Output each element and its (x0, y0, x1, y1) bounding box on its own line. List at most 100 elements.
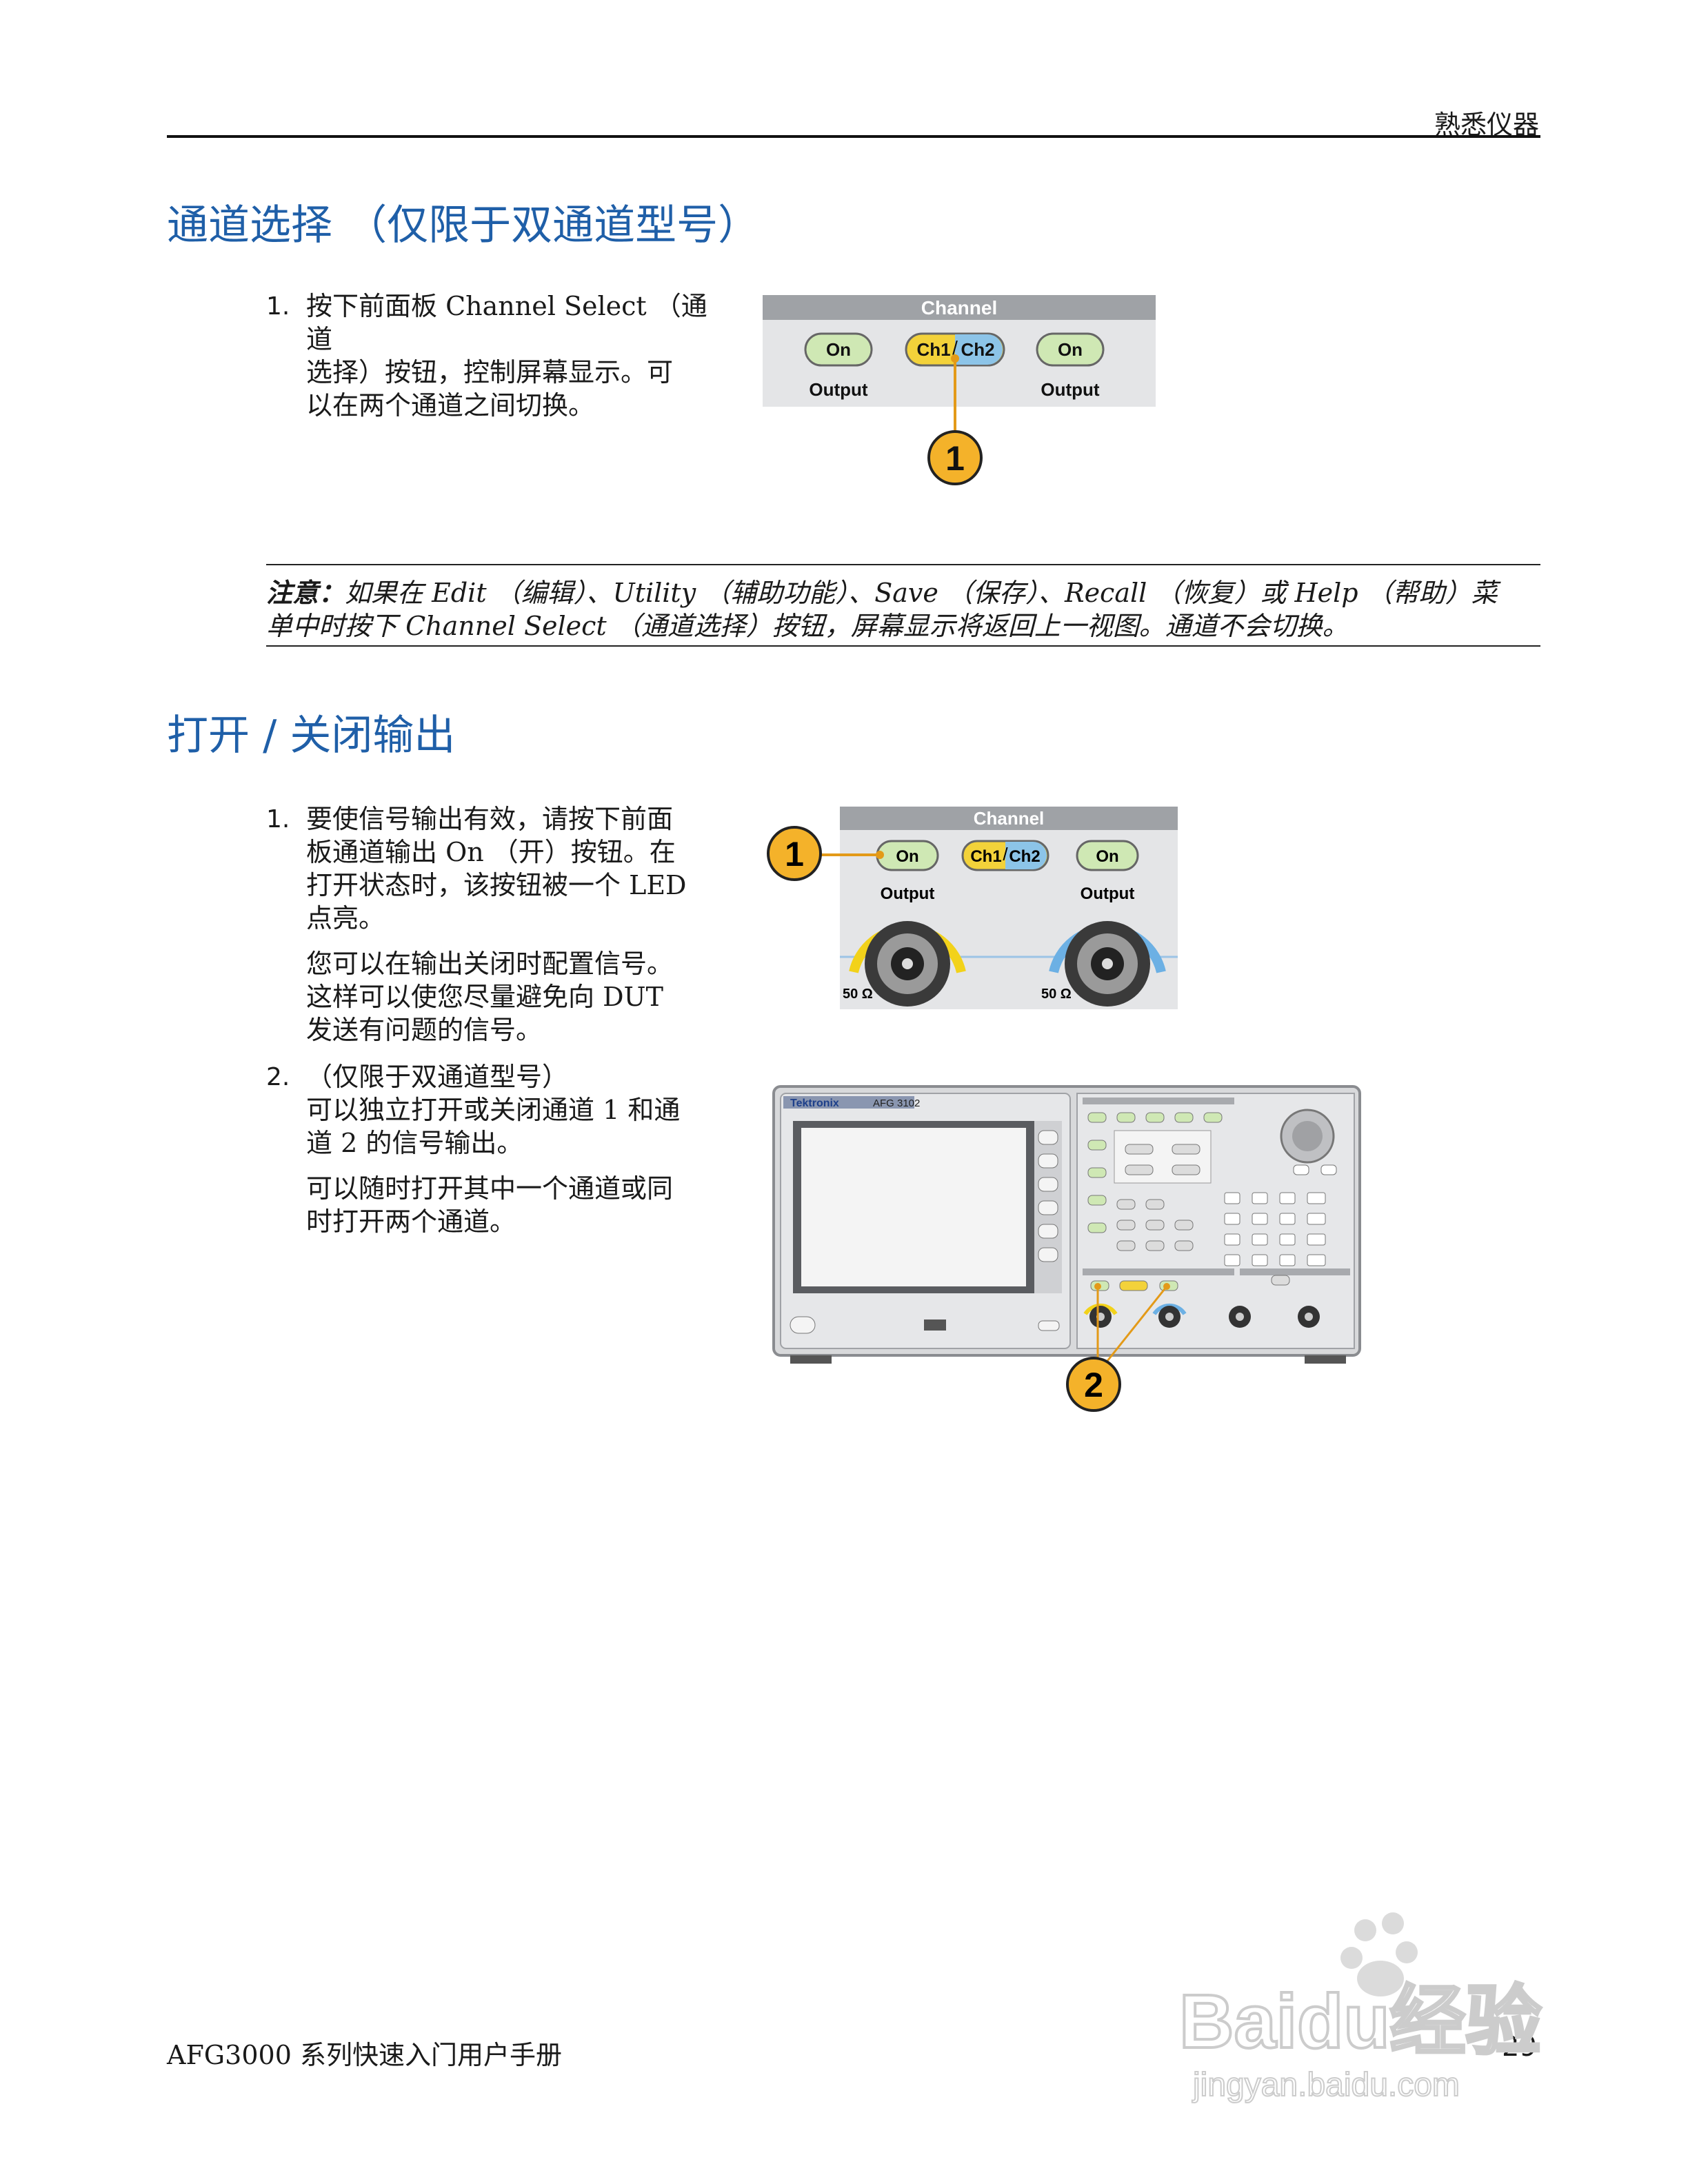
keypad-key[interactable] (1224, 1213, 1240, 1225)
parameter-button[interactable] (1172, 1164, 1200, 1175)
step-text: 要使信号输出有效，请按下前面 板通道输出 On （开）按钮。在 打开状态时，该按… (306, 802, 720, 935)
function-button[interactable] (1087, 1167, 1107, 1178)
power-button[interactable] (790, 1316, 816, 1334)
watermark-url: jingyan.baidu.com (1192, 2067, 1460, 2103)
paw-toe (1382, 1912, 1404, 1934)
text-line: 可以独立打开或关闭通道 1 和通 (306, 1095, 681, 1125)
text-line: （仅限于双通道型号） (306, 1062, 569, 1092)
paw-toe (1354, 1919, 1376, 1941)
keypad-key[interactable] (1224, 1233, 1240, 1246)
bnc-pin (1165, 1313, 1174, 1321)
ch2-half (1005, 842, 1047, 869)
bnc-pin (902, 958, 913, 969)
keypad-key[interactable] (1279, 1213, 1296, 1225)
manual-trigger-button[interactable] (1271, 1275, 1290, 1286)
trigger-header (1240, 1268, 1350, 1275)
text-line: 按下前面板 Channel Select （通道 (306, 291, 707, 354)
ch2-label: Ch2 (1009, 847, 1040, 866)
keypad-key[interactable] (1224, 1254, 1240, 1266)
note-text: 如果在 Edit （编辑）、Utility （辅助功能）、Save （保存）、R… (345, 578, 1498, 608)
parameter-button[interactable] (1172, 1144, 1200, 1155)
callout-number: 1 (945, 439, 965, 478)
view-button[interactable] (1038, 1320, 1060, 1331)
callout-2 (1066, 1357, 1121, 1412)
menu-button[interactable] (1116, 1240, 1136, 1251)
keypad-key[interactable] (1252, 1213, 1268, 1225)
paw-toe (1340, 1947, 1363, 1969)
menu-button[interactable] (1145, 1220, 1165, 1231)
watermark-logo-text: Baidu经验 (1179, 1979, 1542, 2064)
function-header (1083, 1098, 1234, 1104)
bezel-button[interactable] (1038, 1130, 1058, 1145)
callout-dot (1094, 1283, 1101, 1290)
output-label: Output (1041, 379, 1100, 400)
step-text: 可以随时打开其中一个通道或同 时打开两个通道。 (306, 1172, 720, 1238)
keypad-key[interactable] (1279, 1254, 1296, 1266)
paw-pad (1357, 1961, 1404, 1996)
header-rule (167, 135, 1540, 138)
bezel-button[interactable] (1038, 1247, 1058, 1262)
section-title-channel-select: 通道选择 （仅限于双通道型号） (167, 201, 760, 250)
slash-label: / (1003, 844, 1008, 865)
bnc-pin (1102, 958, 1113, 969)
bezel-button[interactable] (1038, 1224, 1058, 1239)
bnc-pin (1236, 1313, 1244, 1321)
text-line: 选择）按钮，控制屏幕显示。可 (306, 357, 674, 387)
menu-button[interactable] (1145, 1240, 1165, 1251)
keypad-key[interactable] (1252, 1254, 1268, 1266)
menu-button[interactable] (1174, 1220, 1194, 1231)
on-button-ch2[interactable] (1036, 332, 1105, 367)
callout-1 (767, 826, 822, 881)
screen (801, 1128, 1026, 1286)
slash-label: / (952, 337, 958, 358)
arrow-right-button[interactable] (1320, 1164, 1337, 1175)
impedance-label: 50 Ω (1041, 987, 1072, 1002)
section-title-output-on-off: 打开 / 关闭输出 (167, 711, 456, 760)
arrow-left-button[interactable] (1293, 1164, 1309, 1175)
keypad-key[interactable] (1279, 1192, 1296, 1204)
bezel-button[interactable] (1038, 1153, 1058, 1169)
text-line: 这样可以使您尽量避免向 DUT (306, 982, 663, 1012)
output-label: Output (881, 884, 935, 903)
panel-header-bar (763, 295, 1156, 320)
keypad-key[interactable] (1307, 1254, 1326, 1266)
menu-button[interactable] (1116, 1199, 1136, 1210)
keypad-key[interactable] (1307, 1233, 1326, 1246)
footer-title: AFG3000 系列快速入门用户手册 (167, 2040, 562, 2070)
callout-number: 2 (1084, 1366, 1103, 1404)
channel-header (1083, 1268, 1234, 1275)
keypad-key[interactable] (1307, 1192, 1326, 1204)
on-button-ch1[interactable] (804, 332, 873, 367)
usb-port[interactable] (924, 1320, 946, 1331)
bezel-button[interactable] (1038, 1177, 1058, 1192)
text-line: 板通道输出 On （开）按钮。在 (306, 837, 676, 867)
parameter-button[interactable] (1125, 1144, 1154, 1155)
menu-button[interactable] (1174, 1240, 1194, 1251)
on-button-ch2[interactable] (1076, 840, 1139, 871)
keypad-key[interactable] (1224, 1192, 1240, 1204)
parameter-button[interactable] (1125, 1164, 1154, 1175)
channel-select-button[interactable] (1119, 1280, 1148, 1291)
mode-button[interactable] (1116, 1112, 1136, 1123)
output-label: Output (1081, 884, 1135, 903)
mode-button[interactable] (1203, 1112, 1223, 1123)
function-button[interactable] (1087, 1112, 1107, 1123)
bezel-button[interactable] (1038, 1200, 1058, 1215)
function-button[interactable] (1087, 1195, 1107, 1206)
note-label: 注意： (266, 577, 345, 608)
note-block: 注意：如果在 Edit （编辑）、Utility （辅助功能）、Save （保存… (266, 576, 1540, 643)
step-number: 1. (266, 805, 290, 833)
keypad-key[interactable] (1252, 1233, 1268, 1246)
menu-button[interactable] (1116, 1220, 1136, 1231)
keypad-key[interactable] (1279, 1233, 1296, 1246)
mode-button[interactable] (1145, 1112, 1165, 1123)
baidu-watermark: Baidu经验 jingyan.baidu.com (1178, 1912, 1543, 2104)
keypad-key[interactable] (1252, 1192, 1268, 1204)
mode-button[interactable] (1174, 1112, 1194, 1123)
function-button[interactable] (1087, 1140, 1107, 1151)
instrument-foot (790, 1355, 832, 1364)
menu-button[interactable] (1145, 1199, 1165, 1210)
bnc-pin (1305, 1313, 1313, 1321)
keypad-key[interactable] (1307, 1213, 1326, 1225)
function-button[interactable] (1087, 1222, 1107, 1233)
